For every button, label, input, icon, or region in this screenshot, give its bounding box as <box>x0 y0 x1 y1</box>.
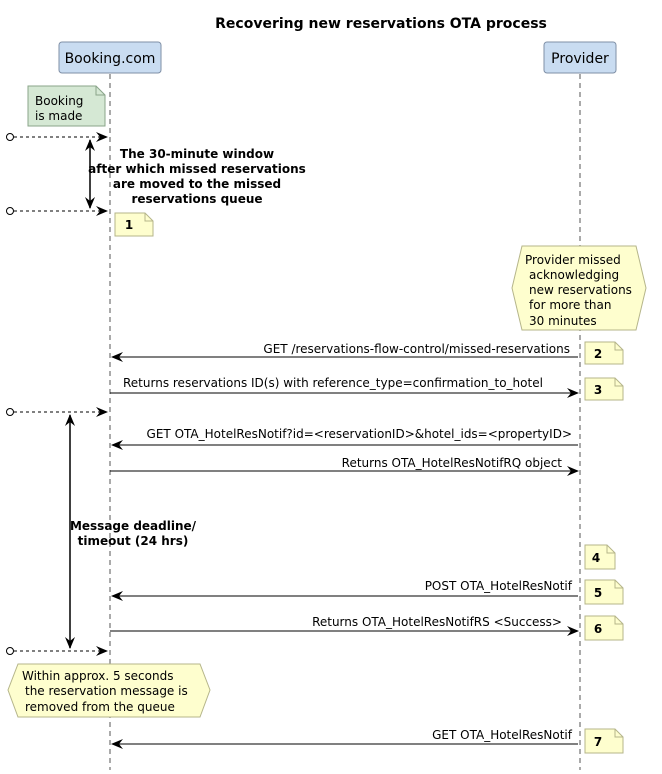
note-booking-made: Booking is made <box>27 85 106 127</box>
step-number-3: 3 <box>594 383 602 397</box>
deadline-found-message-end <box>6 646 108 656</box>
deadline-found-message-start <box>6 407 108 417</box>
note-provider-missed-line4: for more than <box>529 298 611 312</box>
message-7-label: GET OTA_HotelResNotif <box>432 728 573 742</box>
message-1-label: GET /reservations-flow-control/missed-re… <box>263 342 570 356</box>
deadline-label: Message deadline/ timeout (24 hrs) <box>70 519 197 548</box>
note-removed-line2: the reservation message is <box>25 684 188 698</box>
step-number-7: 7 <box>594 735 602 749</box>
window-label: The 30-minute window after which missed … <box>88 147 306 206</box>
found-message-end <box>6 206 108 216</box>
note-provider-missed-line3: new reservations <box>529 283 632 297</box>
message-returns-hotelresnotifrq: Returns OTA_HotelResNotifRQ object <box>110 456 579 476</box>
step-number-5: 5 <box>594 586 602 600</box>
note-removed-from-queue: Within approx. 5 seconds the reservation… <box>7 663 211 718</box>
participant-booking-label: Booking.com <box>65 51 156 67</box>
step-number-4: 4 <box>592 551 600 565</box>
diagram-title: Recovering new reservations OTA process <box>215 16 547 32</box>
message-5-label: POST OTA_HotelResNotif <box>425 579 573 593</box>
step-note-2: 2 <box>584 341 624 365</box>
window-label-line3: are moved to the missed <box>113 177 281 191</box>
note-booking-made-line1: Booking <box>35 94 83 108</box>
step-note-7: 7 <box>584 728 624 754</box>
note-provider-missed-line2: acknowledging <box>529 268 619 282</box>
window-label-line4: reservations queue <box>131 192 262 206</box>
note-removed-line3: removed from the queue <box>25 700 175 714</box>
participant-provider: Provider <box>543 41 617 74</box>
message-2-label: Returns reservations ID(s) with referenc… <box>123 376 543 390</box>
step-note-3: 3 <box>584 377 624 401</box>
message-get-hotelresnotif: GET OTA_HotelResNotif <box>111 728 578 749</box>
step-note-5: 5 <box>584 579 624 605</box>
deadline-label-line1: Message deadline/ <box>70 519 197 533</box>
message-3-label: GET OTA_HotelResNotif?id=<reservationID>… <box>147 427 572 441</box>
step-number-1: 1 <box>125 218 133 232</box>
step-note-1: 1 <box>114 212 154 237</box>
note-provider-missed: Provider missed acknowledging new reserv… <box>511 245 647 331</box>
note-provider-missed-line1: Provider missed <box>525 253 621 267</box>
window-label-line1: The 30-minute window <box>120 147 274 161</box>
found-message-start <box>6 132 108 142</box>
message-get-missed-reservations: GET /reservations-flow-control/missed-re… <box>111 342 578 362</box>
step-number-2: 2 <box>594 347 602 361</box>
message-get-hotelresnotif-by-id: GET OTA_HotelResNotif?id=<reservationID>… <box>111 427 578 450</box>
note-booking-made-line2: is made <box>35 109 82 123</box>
message-6-label: Returns OTA_HotelResNotifRS <Success> <box>312 615 562 629</box>
note-removed-line1: Within approx. 5 seconds <box>22 669 173 683</box>
message-4-label: Returns OTA_HotelResNotifRQ object <box>342 456 563 470</box>
message-returns-hotelresnotifrs: Returns OTA_HotelResNotifRS <Success> <box>110 615 579 636</box>
participant-booking: Booking.com <box>58 41 162 74</box>
step-note-4: 4 <box>584 544 616 570</box>
note-provider-missed-line5: 30 minutes <box>529 314 597 328</box>
step-number-6: 6 <box>594 622 602 636</box>
message-returns-reservation-ids: Returns reservations ID(s) with referenc… <box>110 376 579 398</box>
deadline-label-line2: timeout (24 hrs) <box>78 534 189 548</box>
step-note-6: 6 <box>584 615 624 641</box>
window-label-line2: after which missed reservations <box>88 162 306 176</box>
participant-provider-label: Provider <box>551 51 609 67</box>
message-post-hotelresnotif: POST OTA_HotelResNotif <box>111 579 578 601</box>
